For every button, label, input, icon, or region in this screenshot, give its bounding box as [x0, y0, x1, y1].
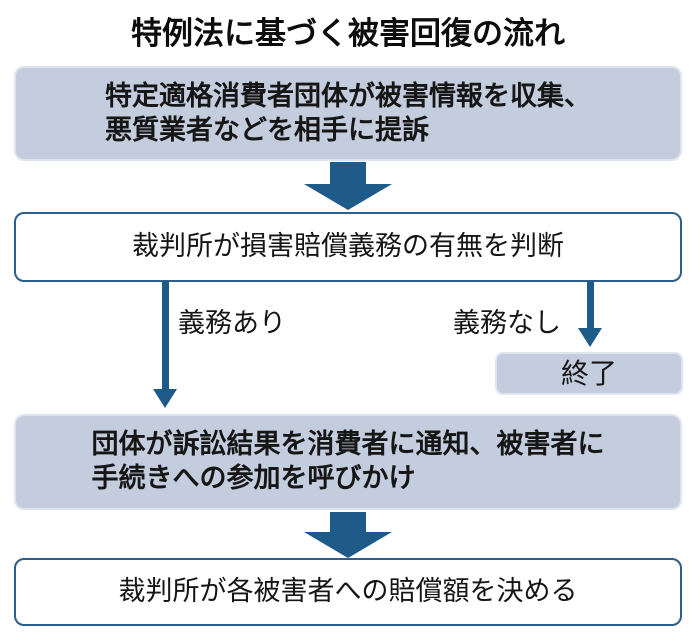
- step-collect-box: 特定適格消費者団体が被害情報を収集、 悪質業者などを相手に提訴: [14, 66, 682, 161]
- branch-no-arrow-icon: [578, 281, 602, 347]
- step-notify-text: 団体が訴訟結果を消費者に通知、被害者に 手続きへの参加を呼びかけ: [91, 429, 605, 494]
- step-decide-box: 裁判所が各被害者への賠償額を決める: [14, 558, 682, 626]
- arrow-head: [153, 389, 177, 408]
- arrow-head: [304, 184, 392, 210]
- branch-yes-label: 義務あり: [178, 308, 286, 339]
- branch-yes-arrow-icon: [153, 281, 177, 408]
- branch-no-label: 義務なし: [453, 308, 561, 339]
- arrow-head: [578, 328, 602, 347]
- step-judge-text: 裁判所が損害賠償義務の有無を判断: [132, 231, 564, 262]
- arrow-stem: [586, 281, 594, 328]
- step-collect-text: 特定適格消費者団体が被害情報を収集、 悪質業者などを相手に提訴: [105, 80, 591, 146]
- page-title: 特例法に基づく被害回復の流れ: [131, 16, 565, 52]
- arrow-stem: [330, 162, 366, 184]
- down-arrow-icon: [304, 162, 392, 210]
- arrow-stem: [330, 512, 366, 532]
- end-label: 終了: [560, 356, 617, 390]
- arrow-stem: [161, 281, 169, 389]
- step-judge-box: 裁判所が損害賠償義務の有無を判断: [14, 212, 682, 282]
- down-arrow-icon: [304, 512, 392, 558]
- end-box: 終了: [495, 352, 683, 395]
- step-notify-box: 団体が訴訟結果を消費者に通知、被害者に 手続きへの参加を呼びかけ: [14, 414, 682, 510]
- arrow-head: [304, 532, 392, 558]
- step-decide-text: 裁判所が各被害者への賠償額を決める: [118, 576, 578, 607]
